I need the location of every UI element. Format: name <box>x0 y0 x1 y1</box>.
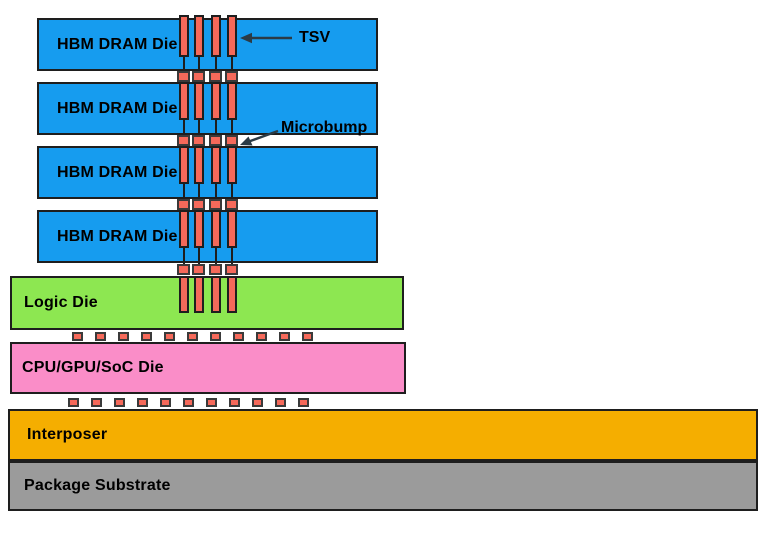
microbump <box>95 332 106 341</box>
microbump <box>209 199 222 210</box>
microbump <box>275 398 286 407</box>
tsv-column <box>194 210 204 248</box>
microbump <box>225 199 238 210</box>
tsv-column <box>211 210 221 248</box>
hbm-dram-die-1: HBM DRAM Die <box>37 18 378 71</box>
microbump <box>91 398 102 407</box>
microbump <box>209 135 222 146</box>
interposer: Interposer <box>8 409 758 461</box>
microbump <box>177 264 190 275</box>
microbump <box>233 332 244 341</box>
tsv-column <box>227 15 237 57</box>
microbump <box>68 398 79 407</box>
tsv-via-line <box>231 184 233 200</box>
microbump <box>192 264 205 275</box>
microbump <box>225 71 238 82</box>
hbm-dram-die-1-label: HBM DRAM Die <box>57 35 178 53</box>
microbump <box>209 71 222 82</box>
microbump <box>225 264 238 275</box>
tsv-via-line <box>183 184 185 200</box>
tsv-via-line <box>215 184 217 200</box>
tsv-via-line <box>198 184 200 200</box>
microbump <box>209 264 222 275</box>
hbm-dram-die-4-label: HBM DRAM Die <box>57 227 178 245</box>
tsv-column <box>211 82 221 120</box>
cpu-gpu-soc-die: CPU/GPU/SoC Die <box>10 342 406 394</box>
logic-die: Logic Die <box>10 276 404 330</box>
microbump <box>118 332 129 341</box>
microbump <box>72 332 83 341</box>
package-substrate: Package Substrate <box>8 461 758 511</box>
microbump <box>187 332 198 341</box>
tsv-column <box>179 15 189 57</box>
tsv-column <box>227 146 237 184</box>
tsv-column <box>211 146 221 184</box>
tsv-column <box>194 82 204 120</box>
microbump <box>192 199 205 210</box>
microbump <box>298 398 309 407</box>
microbump <box>177 71 190 82</box>
logic-die-label: Logic Die <box>24 294 98 311</box>
microbump <box>141 332 152 341</box>
package-substrate-label: Package Substrate <box>24 477 171 494</box>
microbump <box>192 135 205 146</box>
microbump <box>192 71 205 82</box>
microbump <box>206 398 217 407</box>
microbump <box>160 398 171 407</box>
tsv-via-line <box>183 57 185 72</box>
tsv-annotation-label: TSV <box>299 29 331 46</box>
tsv-via-line <box>183 120 185 136</box>
tsv-column <box>179 210 189 248</box>
tsv-column <box>194 146 204 184</box>
tsv-column <box>179 276 189 313</box>
tsv-via-line <box>198 120 200 136</box>
hbm-dram-die-2-label: HBM DRAM Die <box>57 99 178 117</box>
tsv-via-line <box>231 120 233 136</box>
hbm-dram-die-4: HBM DRAM Die <box>37 210 378 263</box>
tsv-via-line <box>215 120 217 136</box>
hbm-dram-die-3: HBM DRAM Die <box>37 146 378 199</box>
tsv-column <box>211 15 221 57</box>
tsv-via-line <box>198 248 200 264</box>
tsv-column <box>227 210 237 248</box>
tsv-via-line <box>183 248 185 264</box>
tsv-column <box>194 276 204 313</box>
interposer-label: Interposer <box>27 426 108 443</box>
hbm-dram-die-2: HBM DRAM Die <box>37 82 378 135</box>
microbump <box>279 332 290 341</box>
microbump <box>183 398 194 407</box>
cpu-gpu-soc-die-label: CPU/GPU/SoC Die <box>22 359 164 376</box>
tsv-column <box>211 276 221 313</box>
microbump-annotation-label: Microbump <box>281 119 368 136</box>
microbump <box>114 398 125 407</box>
tsv-column <box>179 82 189 120</box>
microbump <box>302 332 313 341</box>
hbm-dram-die-3-label: HBM DRAM Die <box>57 163 178 181</box>
microbump <box>229 398 240 407</box>
microbump <box>137 398 148 407</box>
tsv-via-line <box>198 57 200 72</box>
microbump <box>225 135 238 146</box>
tsv-via-line <box>215 57 217 72</box>
microbump <box>210 332 221 341</box>
tsv-column <box>227 276 237 313</box>
microbump <box>177 135 190 146</box>
microbump <box>252 398 263 407</box>
microbump <box>177 199 190 210</box>
microbump <box>164 332 175 341</box>
tsv-via-line <box>231 248 233 264</box>
microbump <box>256 332 267 341</box>
tsv-via-line <box>231 57 233 72</box>
tsv-column <box>227 82 237 120</box>
tsv-column <box>179 146 189 184</box>
tsv-via-line <box>215 248 217 264</box>
tsv-column <box>194 15 204 57</box>
